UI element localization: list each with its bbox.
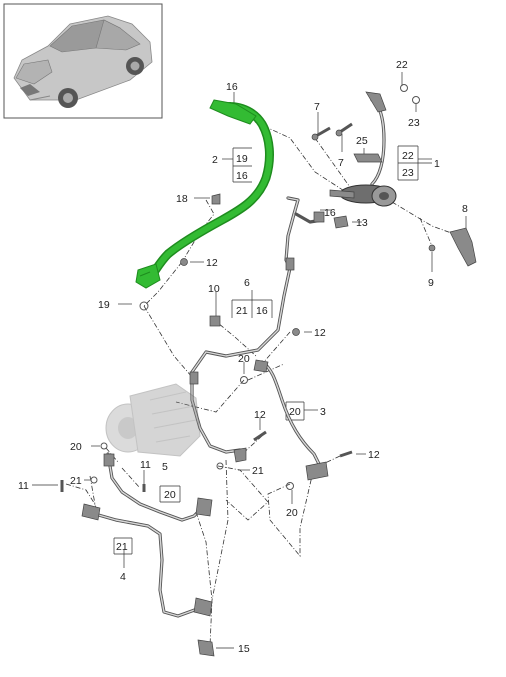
callout-9: 9: [428, 277, 434, 289]
bracket-2-top: 19: [236, 153, 248, 165]
callout-11b: 11: [18, 480, 29, 492]
bracket-3: 20: [289, 406, 301, 418]
callout-12a: 12: [206, 257, 218, 269]
bracket-6: [231, 290, 273, 318]
callout-20a: 20: [238, 353, 250, 365]
callout-8: 8: [462, 203, 468, 215]
callout-11a: 11: [140, 459, 151, 471]
leader-lines: [65, 121, 455, 647]
callout-12d: 12: [368, 449, 380, 461]
bracket-4: 21: [116, 541, 128, 553]
callout-6: 6: [244, 277, 250, 289]
bracket-2: [232, 147, 252, 183]
compressor-icon: [105, 383, 201, 457]
callout-16a: 16: [226, 81, 238, 93]
middle-pipe[interactable]: [189, 196, 324, 454]
callout-16b: 16: [324, 207, 336, 219]
callout-20b: 20: [70, 441, 82, 453]
pipe-part-3[interactable]: [253, 359, 329, 481]
bracket-5: [159, 485, 181, 503]
callout-13: 13: [356, 217, 368, 229]
callout-19: 19: [98, 299, 110, 311]
bracket-5: 20: [164, 489, 176, 501]
callout-2: 2: [212, 154, 218, 166]
highlighted-hose[interactable]: [135, 99, 274, 289]
callout-18: 18: [176, 193, 188, 205]
bracket-4: [113, 537, 133, 555]
bracket-6-left: 21: [236, 305, 248, 317]
bracket-2-bottom: 16: [236, 170, 248, 182]
bracket-1-top: 22: [402, 150, 414, 162]
pipe-part-4[interactable]: [81, 503, 213, 618]
bracket-6-right: 16: [256, 305, 268, 317]
bracket-1-bottom: 23: [402, 167, 414, 179]
callout-4: 4: [120, 571, 126, 583]
callout-5: 5: [162, 461, 168, 473]
callout-7b: 7: [338, 157, 344, 169]
upper-pipe-assembly[interactable]: [329, 91, 397, 207]
callout-12c: 12: [254, 409, 266, 421]
car-thumbnail-icon: [3, 3, 163, 119]
solid-leaders: [32, 72, 467, 649]
small-parts: [60, 84, 477, 657]
callout-23: 23: [408, 117, 420, 129]
callout-labels: 16 2 19 16 18 12 19 7 7 22 23 25 22 23 1…: [18, 59, 468, 655]
callout-20c: 20: [286, 507, 298, 519]
bracket-1: [397, 145, 432, 181]
callout-15: 15: [238, 643, 250, 655]
callout-12b: 12: [314, 327, 326, 339]
callout-22: 22: [396, 59, 408, 71]
callout-21b: 21: [252, 465, 264, 477]
callout-25: 25: [356, 135, 368, 147]
pipe-part-5[interactable]: [103, 452, 213, 522]
callout-10: 10: [208, 283, 220, 295]
callout-3: 3: [320, 406, 326, 418]
callout-7a: 7: [314, 101, 320, 113]
callout-21a: 21: [70, 475, 82, 487]
callout-1: 1: [434, 158, 440, 170]
